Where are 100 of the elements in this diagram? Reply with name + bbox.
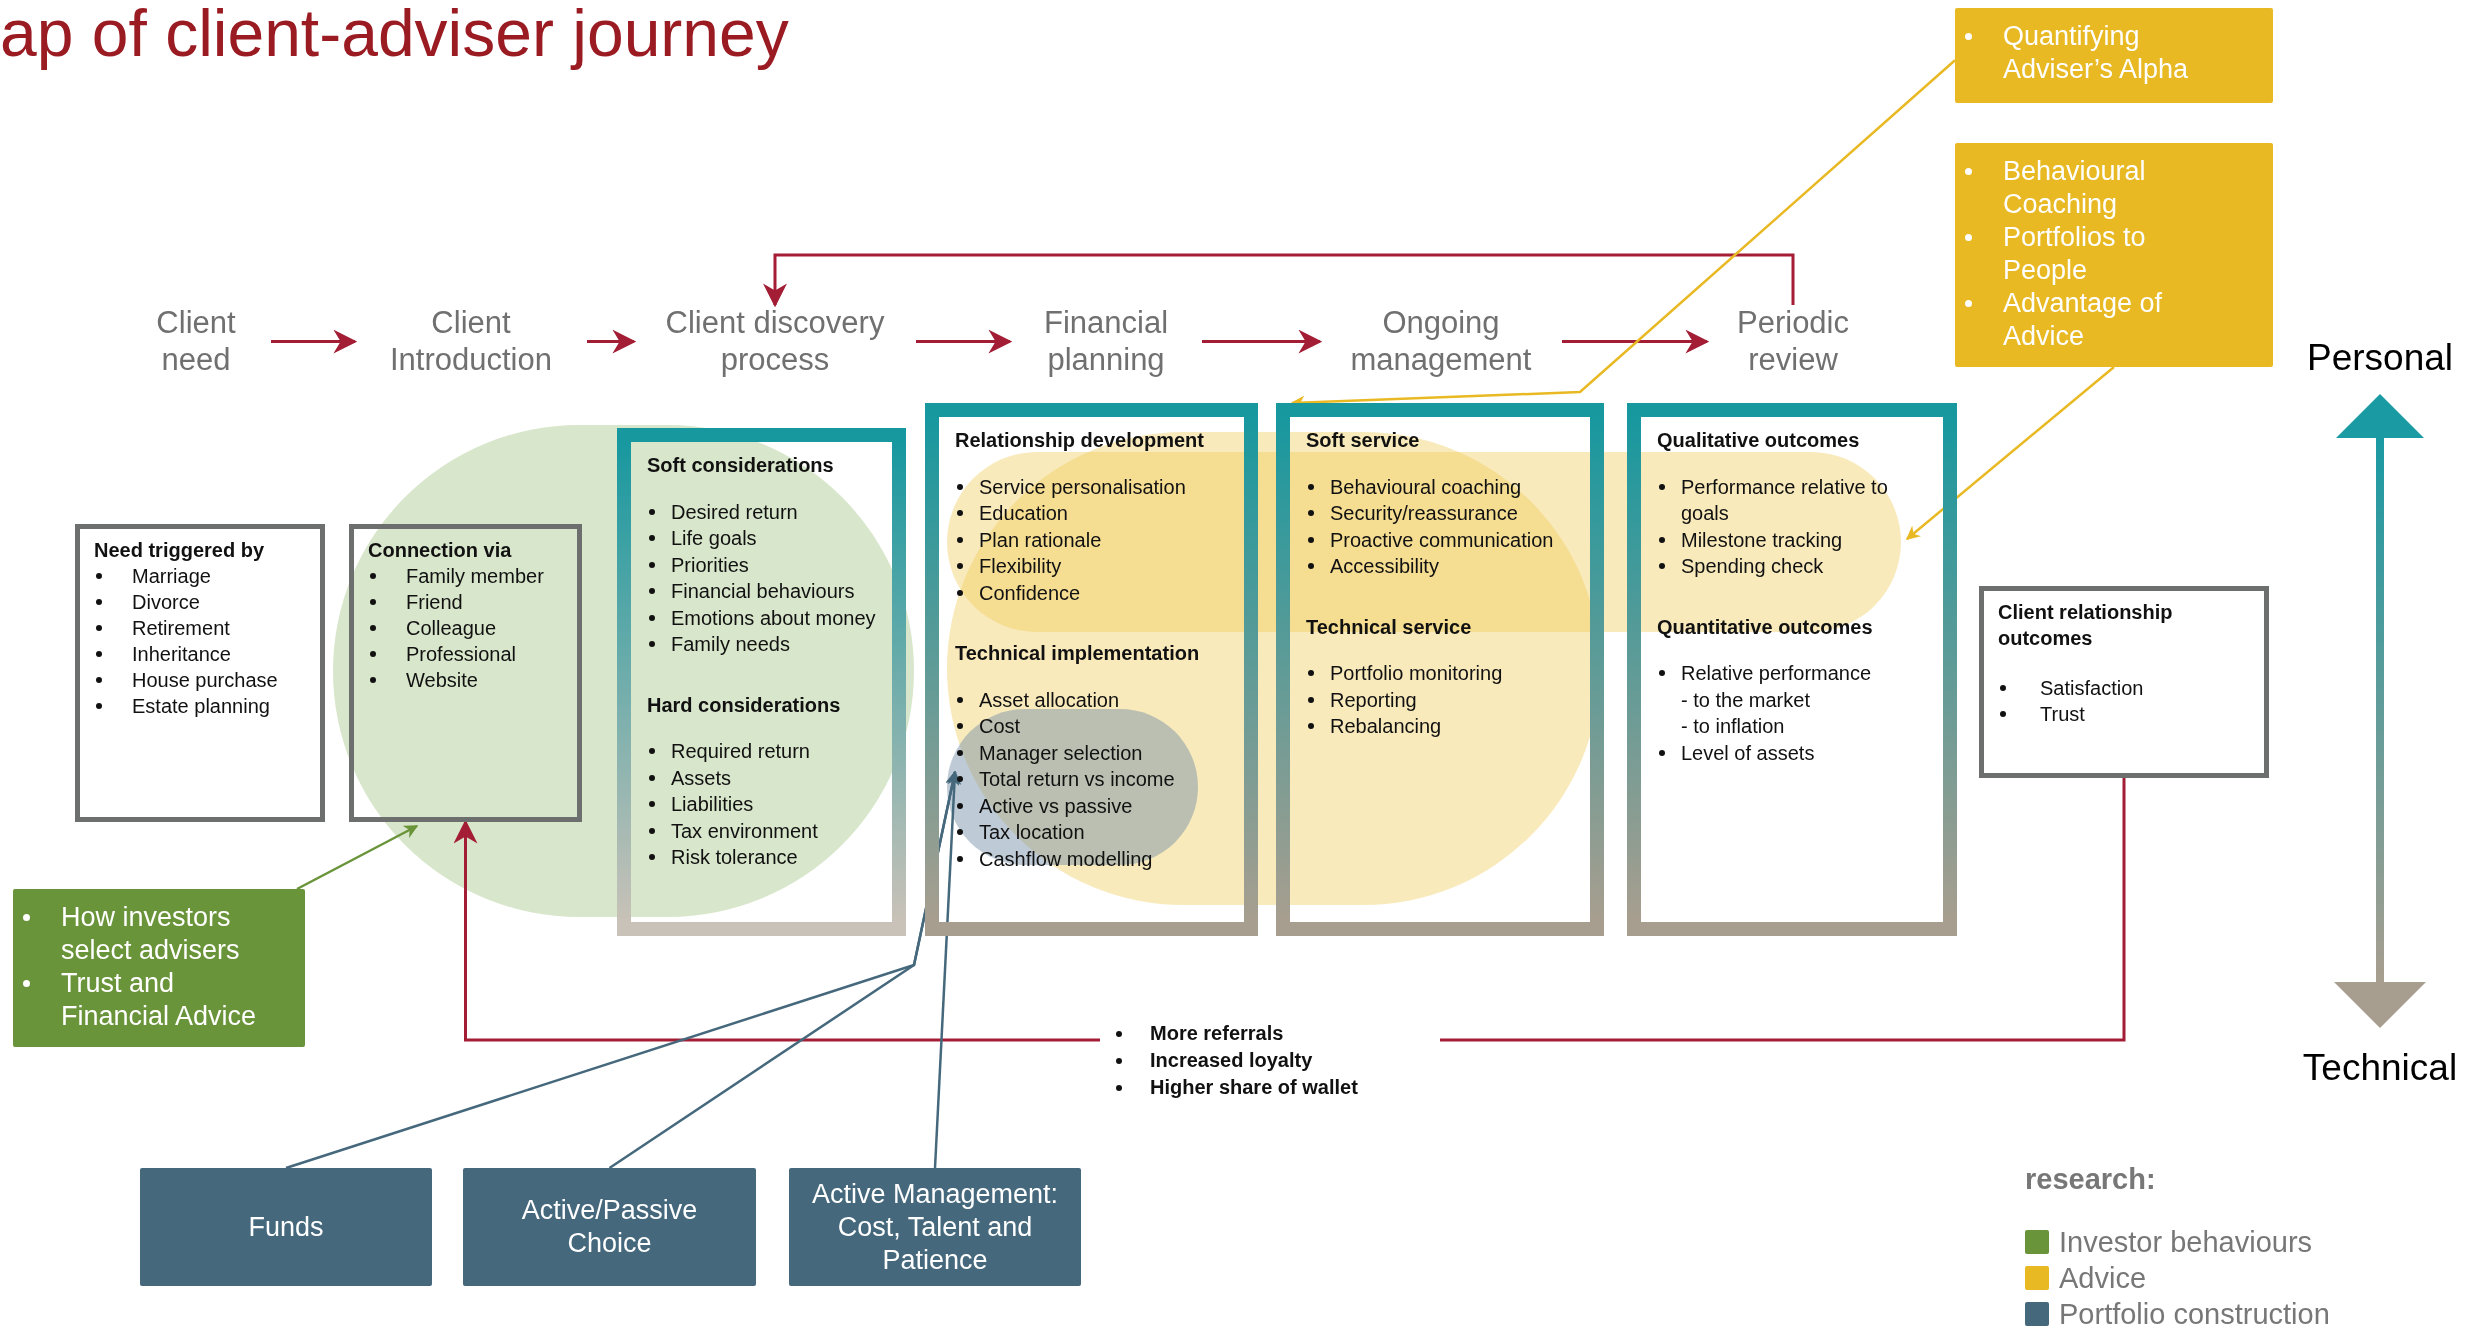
list-item: Accessibility bbox=[1330, 554, 1439, 579]
list-item: - to the market bbox=[1681, 687, 1810, 713]
section-heading: Technical implementation bbox=[955, 641, 1201, 666]
list-item: Behavioural coaching bbox=[1330, 474, 1522, 500]
list-item: Friend bbox=[406, 590, 463, 615]
stage-panel bbox=[1276, 403, 1604, 936]
note-box bbox=[1955, 143, 2273, 367]
list-item: Inheritance bbox=[132, 642, 231, 667]
list-item: Tax environment bbox=[671, 818, 818, 844]
list-item: Level of assets bbox=[1681, 740, 1815, 766]
card-heading: Need triggered by bbox=[94, 538, 266, 563]
stage-label: Client Introduction bbox=[355, 305, 587, 379]
list-item: Spending check bbox=[1681, 554, 1824, 579]
topic-box: Active Management: Cost, Talent and Patience bbox=[789, 1168, 1081, 1286]
note-box bbox=[1955, 8, 2273, 103]
list-item: Rebalancing bbox=[1330, 714, 1442, 739]
axis-label: Personal bbox=[2306, 336, 2454, 380]
list-item: Estate planning bbox=[132, 694, 270, 719]
list-item: Required return bbox=[671, 739, 810, 764]
section-heading: Hard considerations bbox=[647, 692, 842, 718]
legend-label: Portfolio construction bbox=[2059, 1296, 2330, 1332]
arrow bbox=[916, 329, 1013, 354]
text-card bbox=[75, 524, 325, 822]
list-item: Trust bbox=[2040, 702, 2085, 727]
list-item: Flexibility bbox=[979, 554, 1062, 579]
text-card bbox=[349, 524, 582, 822]
list-item: How investors select advisers bbox=[61, 901, 241, 967]
note-box bbox=[13, 889, 305, 1047]
section-heading: Quantitative outcomes bbox=[1657, 614, 1874, 640]
section-heading: Technical service bbox=[1306, 614, 1473, 640]
list-item: Cost bbox=[979, 714, 1021, 739]
list-item: House purchase bbox=[132, 668, 278, 693]
list-item: - to inflation bbox=[1681, 714, 1785, 739]
list-item: Milestone tracking bbox=[1681, 527, 1843, 553]
list-item: Asset allocation bbox=[979, 687, 1120, 713]
list-item: Education bbox=[979, 501, 1068, 526]
arrow bbox=[933, 770, 962, 1169]
section-heading: Soft considerations bbox=[647, 453, 835, 478]
card-heading: Client relationship outcomes bbox=[1998, 600, 2174, 651]
list-item: More referrals bbox=[1150, 1021, 1284, 1046]
arrow bbox=[1562, 329, 1710, 354]
stage-label: Financial planning bbox=[1010, 305, 1202, 379]
list-item: Emotions about money bbox=[671, 605, 876, 631]
list-item: Portfolios to People bbox=[2003, 221, 2147, 287]
list-item: Liabilities bbox=[671, 792, 754, 817]
stage-panel bbox=[1627, 403, 1957, 936]
list-item: Service personalisation bbox=[979, 474, 1186, 500]
card-heading: Connection via bbox=[368, 538, 513, 563]
stage-label: Client need bbox=[121, 305, 271, 379]
connector-line bbox=[1440, 778, 2126, 1042]
legend-heading: research: bbox=[2025, 1162, 2157, 1197]
topic-box: Funds bbox=[140, 1168, 432, 1286]
list-item: Risk tolerance bbox=[671, 845, 798, 870]
list-item: Advantage of Advice bbox=[2003, 287, 2164, 353]
list-item: Tax location bbox=[979, 820, 1085, 845]
arrow bbox=[587, 329, 637, 354]
list-item: Desired return bbox=[671, 499, 798, 525]
list-item: Active vs passive bbox=[979, 793, 1133, 819]
list-item: Proactive communication bbox=[1330, 527, 1554, 553]
list-item: Colleague bbox=[406, 616, 497, 641]
section-heading: Relationship development bbox=[955, 428, 1205, 453]
topic-box: Active/Passive Choice bbox=[463, 1168, 756, 1286]
stage-panel bbox=[925, 403, 1258, 936]
stage-panel bbox=[617, 428, 906, 936]
arrow bbox=[453, 819, 1100, 1042]
list-item: Satisfaction bbox=[2040, 676, 2144, 701]
stage-label: Client discovery process bbox=[634, 305, 916, 379]
list-item: Portfolio monitoring bbox=[1330, 661, 1503, 686]
list-item: Relative performance bbox=[1681, 661, 1872, 686]
list-item: Professional bbox=[406, 642, 517, 667]
arrow bbox=[1202, 329, 1323, 354]
list-item: Total return vs income bbox=[979, 767, 1175, 792]
list-item: Priorities bbox=[671, 552, 749, 578]
list-item: Cashflow modelling bbox=[979, 846, 1153, 872]
arrow bbox=[271, 329, 358, 354]
list-item: Divorce bbox=[132, 590, 200, 615]
list-item: Website bbox=[406, 668, 478, 693]
list-item: Higher share of wallet bbox=[1150, 1075, 1358, 1100]
list-item: Performance relative to goals bbox=[1681, 474, 1889, 526]
list-item: Confidence bbox=[979, 580, 1081, 606]
list-item: Retirement bbox=[132, 616, 230, 641]
stage-label: Periodic review bbox=[1707, 305, 1879, 379]
list-item: Plan rationale bbox=[979, 527, 1102, 553]
legend-label: Advice bbox=[2059, 1260, 2147, 1296]
arrow bbox=[296, 824, 419, 891]
list-item: Family member bbox=[406, 564, 544, 589]
legend-label: Investor behaviours bbox=[2059, 1224, 2313, 1260]
list-item: Quantifying Adviser’s Alpha bbox=[2003, 20, 2190, 86]
list-item: Behavioural Coaching bbox=[2003, 155, 2147, 221]
list-item: Reporting bbox=[1330, 687, 1417, 713]
arrow bbox=[1905, 366, 2115, 540]
list-item: Trust and Financial Advice bbox=[61, 967, 258, 1033]
text-card bbox=[1979, 586, 2269, 778]
list-item: Family needs bbox=[671, 632, 790, 657]
section-heading: Soft service bbox=[1306, 428, 1421, 453]
list-item: Security/reassurance bbox=[1330, 501, 1518, 526]
arrow bbox=[763, 253, 1795, 308]
list-item: Financial behaviours bbox=[671, 579, 855, 604]
list-item: Assets bbox=[671, 765, 732, 791]
arrow bbox=[608, 770, 960, 1170]
